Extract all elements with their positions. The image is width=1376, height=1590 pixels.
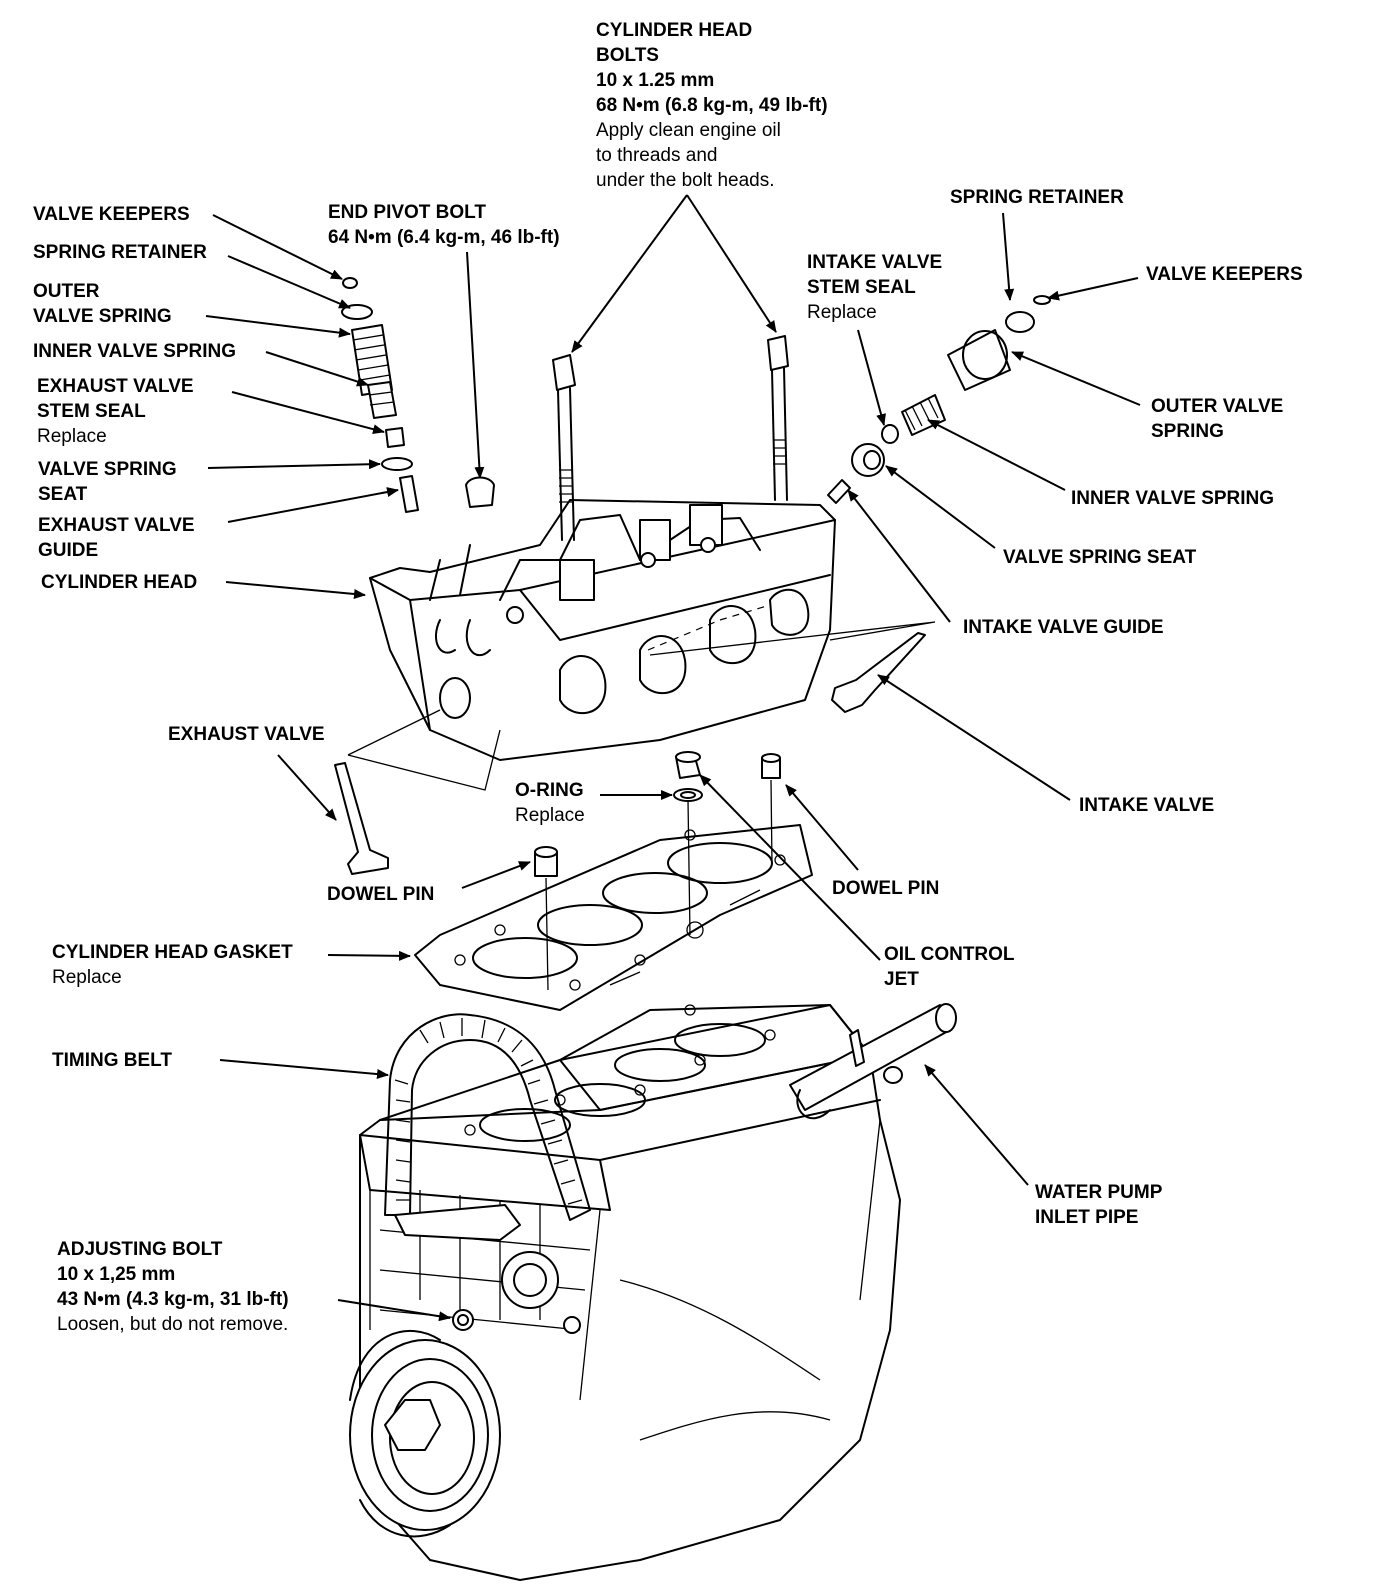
label-dowel-pin-right: DOWEL PIN	[832, 876, 939, 901]
label-note: Loosen, but do not remove.	[57, 1314, 289, 1335]
label-valve-keepers-right: VALVE KEEPERS	[1146, 262, 1303, 287]
label-note: Replace	[515, 805, 585, 826]
label-o-ring: O-RING Replace	[515, 778, 585, 828]
label-water-pump-inlet-pipe: WATER PUMP INLET PIPE	[1035, 1180, 1162, 1230]
label-note: Replace	[807, 302, 877, 323]
cylinder-head-shape	[369, 499, 836, 761]
label-line: INTAKE VALVE	[1079, 795, 1215, 816]
head-gasket-shape	[414, 824, 813, 1011]
label-inner-valve-spring-left: INNER VALVE SPRING	[33, 339, 236, 364]
label-line: END PIVOT BOLT	[328, 202, 486, 223]
label-line: 10 x 1.25 mm	[596, 70, 715, 91]
label-line: INNER VALVE SPRING	[33, 341, 237, 362]
label-line: DOWEL PIN	[832, 878, 940, 899]
label-note: to threads and	[596, 145, 718, 166]
label-oil-control-jet: OIL CONTROL JET	[884, 942, 1015, 992]
label-cylinder-head: CYLINDER HEAD	[41, 570, 197, 595]
label-line: EXHAUST VALVE	[38, 515, 195, 536]
intake-valve-parts	[827, 295, 1051, 713]
tensioner	[394, 1204, 581, 1334]
label-line: JET	[884, 969, 919, 990]
label-line: STEM SEAL	[807, 277, 916, 298]
label-valve-spring-seat-left: VALVE SPRING SEAT	[38, 457, 177, 507]
label-line: ADJUSTING BOLT	[57, 1239, 223, 1260]
label-line: EXHAUST VALVE	[168, 724, 325, 745]
label-line: CYLINDER HEAD	[41, 572, 198, 593]
label-inner-valve-spring-right: INNER VALVE SPRING	[1071, 486, 1274, 511]
label-line: VALVE KEEPERS	[1146, 264, 1303, 285]
label-outer-valve-spring-right: OUTER VALVE SPRING	[1151, 394, 1283, 444]
label-spring-retainer-right: SPRING RETAINER	[950, 185, 1124, 210]
label-adjusting-bolt: ADJUSTING BOLT 10 x 1,25 mm 43 N•m (4.3 …	[57, 1237, 289, 1337]
label-intake-valve-stem-seal: INTAKE VALVE STEM SEAL Replace	[807, 250, 942, 325]
label-cylinder-head-bolts: CYLINDER HEAD BOLTS 10 x 1.25 mm 68 N•m …	[596, 18, 828, 193]
label-intake-valve-guide: INTAKE VALVE GUIDE	[963, 615, 1164, 640]
label-line: SPRING RETAINER	[33, 242, 207, 263]
label-note: under the bolt heads.	[596, 170, 775, 191]
label-line: VALVE KEEPERS	[33, 204, 190, 225]
label-note: Apply clean engine oil	[596, 120, 781, 141]
label-note: Replace	[52, 967, 122, 988]
water-pump-inlet-pipe-shape	[789, 1003, 957, 1120]
label-line: SEAT	[38, 484, 88, 505]
label-outer-valve-spring-left: OUTER VALVE SPRING	[33, 279, 172, 329]
crankshaft-pulley	[349, 1329, 501, 1538]
leader-lines	[205, 194, 1141, 1322]
label-line: 10 x 1,25 mm	[57, 1264, 176, 1285]
label-line: OIL CONTROL	[884, 944, 1015, 965]
head-bolts-shape	[465, 335, 789, 541]
timing-belt-shape	[384, 1013, 591, 1221]
label-line: O-RING	[515, 780, 584, 801]
label-line: VALVE SPRING	[33, 306, 172, 327]
small-parts	[534, 751, 781, 991]
label-line: INNER VALVE SPRING	[1071, 488, 1275, 509]
label-note: Replace	[37, 426, 107, 447]
label-line: WATER PUMP	[1035, 1182, 1163, 1203]
label-line: 68 N•m (6.8 kg-m, 49 lb-ft)	[596, 95, 828, 116]
label-dowel-pin-left: DOWEL PIN	[327, 882, 434, 907]
label-line: 64 N•m (6.4 kg-m, 46 lb-ft)	[328, 227, 560, 248]
label-line: DOWEL PIN	[327, 884, 435, 905]
label-line: TIMING BELT	[52, 1050, 172, 1071]
label-line: INLET PIPE	[1035, 1207, 1139, 1228]
label-valve-keepers-left: VALVE KEEPERS	[33, 202, 190, 227]
label-spring-retainer-left: SPRING RETAINER	[33, 240, 207, 265]
label-line: SPRING	[1151, 421, 1224, 442]
label-line: OUTER	[33, 281, 100, 302]
label-line: OUTER VALVE	[1151, 396, 1284, 417]
label-line: STEM SEAL	[37, 401, 146, 422]
label-line: CYLINDER HEAD GASKET	[52, 942, 293, 963]
label-line: CYLINDER HEAD	[596, 20, 753, 41]
label-line: 43 N•m (4.3 kg-m, 31 lb-ft)	[57, 1289, 289, 1310]
label-end-pivot-bolt: END PIVOT BOLT 64 N•m (6.4 kg-m, 46 lb-f…	[328, 200, 560, 250]
label-timing-belt: TIMING BELT	[52, 1048, 172, 1073]
label-exhaust-valve: EXHAUST VALVE	[168, 722, 325, 747]
label-line: SPRING RETAINER	[950, 187, 1124, 208]
label-intake-valve: INTAKE VALVE	[1079, 793, 1214, 818]
label-line: GUIDE	[38, 540, 99, 561]
label-exhaust-valve-guide: EXHAUST VALVE GUIDE	[38, 513, 195, 563]
label-line: VALVE SPRING	[38, 459, 177, 480]
label-line: INTAKE VALVE	[807, 252, 943, 273]
label-line: INTAKE VALVE GUIDE	[963, 617, 1164, 638]
label-line: BOLTS	[596, 45, 659, 66]
label-exhaust-valve-stem-seal: EXHAUST VALVE STEM SEAL Replace	[37, 374, 194, 449]
label-cylinder-head-gasket: CYLINDER HEAD GASKET Replace	[52, 940, 293, 990]
label-line: EXHAUST VALVE	[37, 376, 194, 397]
label-line: VALVE SPRING SEAT	[1003, 547, 1197, 568]
label-valve-spring-seat-right: VALVE SPRING SEAT	[1003, 545, 1196, 570]
